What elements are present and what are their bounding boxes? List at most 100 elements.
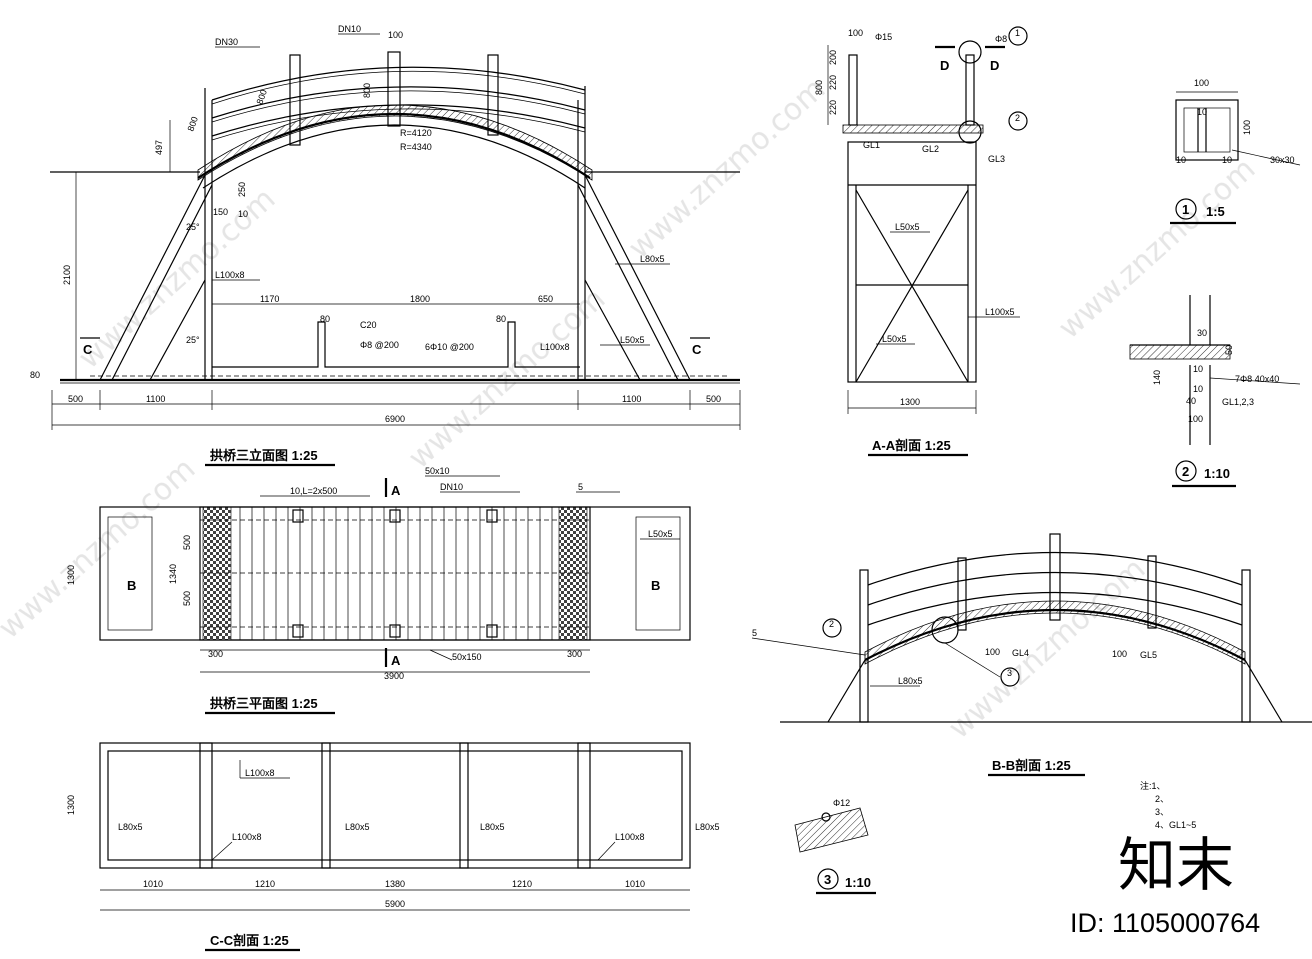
aa-100: 100: [848, 28, 863, 38]
elevation-r-4120: R=4120: [400, 128, 432, 138]
detail-1: 100 100 10 10 10 30x30 1 1:5: [1170, 78, 1301, 225]
watermark-brand: 知末: [1118, 833, 1234, 898]
elevation-497: 497: [154, 140, 164, 155]
plan-top-note-4: 5: [578, 482, 583, 492]
aa-gl1: GL1: [863, 140, 880, 150]
plan-500-lower: 500: [182, 591, 192, 606]
plan-1340: 1340: [168, 564, 178, 584]
detail2-140: 140: [1152, 370, 1162, 385]
elevation-view: C C DN30 DN10 100 800 800 800 R=4120 R=4…: [30, 24, 741, 467]
section-bb: 5 2 L80x5 100 GL4 100 GL5 3 B-B剖面 1:25: [751, 533, 1312, 777]
bb-100-a: 100: [985, 647, 1000, 657]
detail-2: 30 50 140 10 10 40 100 7Φ8 40x40 GL1,2,3…: [1129, 295, 1301, 488]
plan-3900: 3900: [384, 671, 404, 681]
aa-phi8: Φ8: [995, 34, 1007, 44]
detail2-10-b: 10: [1193, 384, 1203, 394]
elevation-dn10: DN10: [338, 24, 361, 34]
plan-section-b-left: B: [127, 578, 136, 593]
note-line-4: 4、GL1~5: [1155, 820, 1196, 830]
detail1-100-top: 100: [1194, 78, 1209, 88]
plan-300-left: 300: [208, 649, 223, 659]
elevation-800-b: 800: [254, 88, 269, 106]
bb-detail-3: 3: [1007, 668, 1012, 678]
bb-l80x5: L80x5: [898, 676, 923, 686]
cc-l100x8-top: L100x8: [245, 768, 275, 778]
elevation-l100x8-lower: L100x8: [540, 342, 570, 352]
aa-detail-2: 2: [1015, 113, 1020, 123]
aa-gl3: GL3: [988, 154, 1005, 164]
detail3-phi12: Φ12: [833, 798, 850, 808]
cc-1210-right: 1210: [512, 879, 532, 889]
cc-l80x5-2: L80x5: [345, 822, 370, 832]
elevation-l100x8-upper: L100x8: [215, 270, 245, 280]
cc-1380: 1380: [385, 879, 405, 889]
watermark-id: ID: 1105000764: [1070, 908, 1260, 938]
aa-section-d-left: D: [940, 58, 949, 73]
elevation-l80x5: L80x5: [640, 254, 665, 264]
elevation-phi8: Φ8 @200: [360, 340, 399, 350]
note-line-3: 3、: [1155, 807, 1169, 817]
bb-gl5: GL5: [1140, 650, 1157, 660]
elevation-80-a: 80: [320, 314, 330, 324]
section-aa: 100 Φ15 200 220 220 800 D D Φ8 1 2 GL1 G…: [814, 26, 1028, 457]
detail1-title: 1:5: [1206, 204, 1225, 219]
elevation-250: 250: [237, 182, 247, 197]
plan-300-right: 300: [567, 649, 582, 659]
detail1-number: 1: [1182, 202, 1189, 217]
elevation-80-b: 80: [496, 314, 506, 324]
elevation-800-a: 800: [362, 83, 372, 98]
detail1-100-side: 100: [1242, 120, 1252, 135]
section-cc: L100x8 L80x5 L100x8 L80x5 L80x5 L100x8 L…: [66, 742, 720, 952]
elevation-r-4340: R=4340: [400, 142, 432, 152]
detail1-10-top: 10: [1197, 107, 1207, 117]
note-line-2: 2、: [1155, 794, 1169, 804]
detail2-title: 1:10: [1204, 466, 1230, 481]
aa-200: 200: [828, 50, 838, 65]
aa-detail-1: 1: [1015, 28, 1020, 38]
plan-500-upper: 500: [182, 535, 192, 550]
cc-1010-right: 1010: [625, 879, 645, 889]
watermark-site-4: www.znzmo.com: [1052, 152, 1262, 346]
elevation-2100: 2100: [62, 265, 72, 285]
cc-l80x5-1: L80x5: [118, 822, 143, 832]
note-line-1: 注:1、: [1140, 780, 1166, 791]
watermark: www.znzmo.com www.znzmo.com www.znzmo.co…: [0, 72, 1262, 746]
plan-view: A A B B 10,L=2x500 50x10 DN10 5 L50x5 13…: [66, 466, 691, 715]
elevation-section-c-right: C: [692, 342, 702, 357]
aa-1300: 1300: [900, 397, 920, 407]
cc-1010-left: 1010: [143, 879, 163, 889]
aa-220-b: 220: [828, 100, 838, 115]
elevation-1170: 1170: [260, 294, 279, 304]
detail2-number: 2: [1182, 464, 1189, 479]
elevation-650: 650: [538, 294, 553, 304]
elevation-1100-left: 1100: [146, 394, 165, 404]
watermark-site-6: www.znzmo.com: [0, 452, 202, 646]
plan-bottom-note: 50x150: [452, 652, 482, 662]
elevation-angle-bottom: 25°: [186, 335, 200, 345]
aa-800: 800: [814, 80, 824, 95]
notes-block: 注:1、 2、 3、 4、GL1~5: [1140, 780, 1196, 830]
cc-title: C-C剖面 1:25: [210, 933, 289, 948]
cc-l80x5-3: L80x5: [480, 822, 505, 832]
elevation-section-c-left: C: [83, 342, 93, 357]
detail1-note: 30x30: [1270, 155, 1295, 165]
plan-title: 拱桥三平面图 1:25: [210, 696, 318, 711]
plan-section-b-right: B: [651, 578, 660, 593]
plan-l50x5: L50x5: [648, 529, 673, 539]
aa-gl2: GL2: [922, 144, 939, 154]
plan-top-note-1: 10,L=2x500: [290, 486, 337, 496]
elevation-d10: 10: [238, 209, 248, 219]
plan-top-note-3: DN10: [440, 482, 463, 492]
aa-l100x5: L100x5: [985, 307, 1015, 317]
bb-detail-2: 2: [829, 619, 834, 629]
watermark-site-2: www.znzmo.com: [402, 282, 612, 476]
bb-note-5: 5: [752, 628, 757, 638]
detail2-50: 50: [1224, 345, 1234, 355]
detail2-rebar: 7Φ8 40x40: [1235, 374, 1279, 384]
elevation-dn30: DN30: [215, 37, 238, 47]
aa-l50x5-lower: L50x5: [882, 334, 907, 344]
detail2-30: 30: [1197, 328, 1207, 338]
detail2-gl: GL1,2,3: [1222, 397, 1254, 407]
elevation-150: 150: [213, 207, 228, 217]
